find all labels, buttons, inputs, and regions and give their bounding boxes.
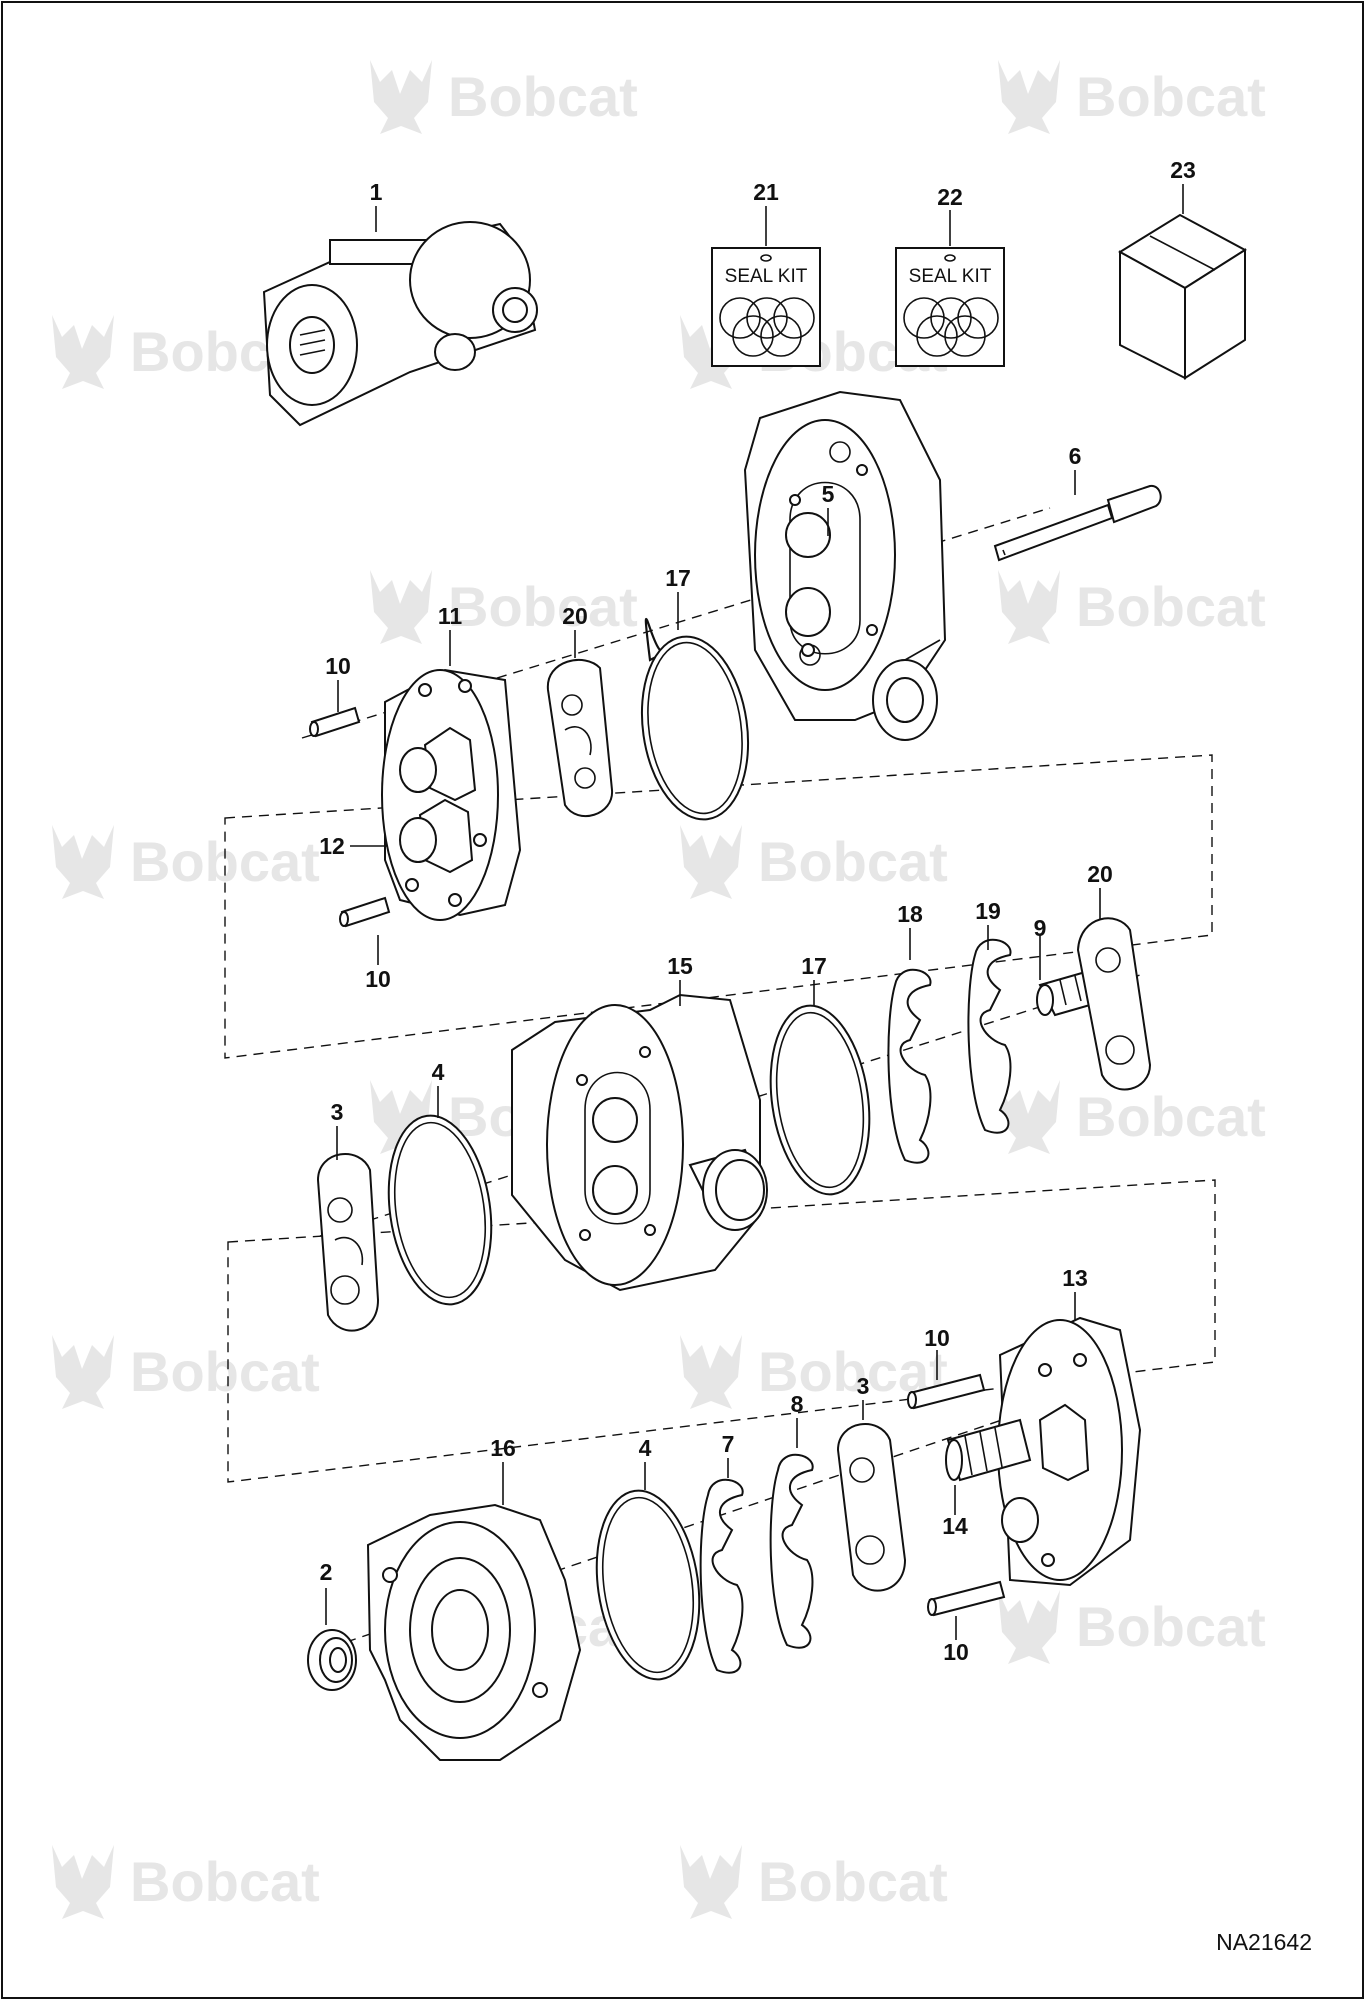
bobcat-wordmark: Bobcat: [1076, 1085, 1266, 1148]
gear-plate-13: [997, 1316, 1142, 1587]
o-ring-17-upper: [640, 617, 750, 821]
bobcat-wordmark: Bobcat: [1076, 1595, 1266, 1658]
bobcat-logo-icon: [998, 60, 1060, 134]
seal-18: [887, 968, 932, 1164]
callout-label: 20: [1087, 861, 1113, 887]
dowel-pins-upper: [309, 706, 391, 928]
bobcat-watermark: Bobcat: [370, 570, 638, 644]
bobcat-wordmark: Bobcat: [1076, 65, 1266, 128]
callout-label: 5: [822, 481, 835, 507]
bobcat-watermark: Bobcat: [680, 825, 948, 899]
bobcat-watermark: Bobcat: [998, 60, 1266, 134]
bobcat-watermark: Bobcat: [998, 570, 1266, 644]
seal-kit-21: SEAL KIT: [711, 247, 821, 367]
callout-label: 23: [1170, 157, 1196, 183]
bobcat-logo-icon: [370, 60, 432, 134]
bobcat-watermark: Bobcat: [998, 1080, 1266, 1154]
callout-label: 18: [897, 901, 923, 927]
callout-label: 10: [943, 1639, 969, 1665]
bobcat-logo-icon: [52, 825, 114, 899]
kit-box-23: [1118, 213, 1247, 380]
bobcat-watermark: Bobcat: [52, 1335, 320, 1409]
bobcat-wordmark: Bobcat: [130, 1340, 320, 1403]
bobcat-wordmark: Bobcat: [130, 1850, 320, 1913]
bobcat-wordmark: Bobcat: [1076, 575, 1266, 638]
bobcat-watermark: Bobcat: [998, 1590, 1266, 1664]
gasket-20-upper: [546, 659, 614, 817]
drawing-code: NA21642: [1216, 1929, 1312, 1955]
seal-8: [769, 1453, 814, 1649]
callout-label: 3: [331, 1099, 344, 1125]
callout-label: 10: [325, 653, 351, 679]
bolt-part: [993, 484, 1162, 562]
bobcat-logo-icon: [52, 315, 114, 389]
bobcat-watermark: Bobcat: [52, 825, 320, 899]
dowel-pins-lower: [907, 1373, 1006, 1617]
o-ring-4-left: [387, 1114, 493, 1306]
bobcat-logo-icon: [52, 1845, 114, 1919]
rear-housing-part: [743, 390, 947, 741]
seal-kit-label: SEAL KIT: [909, 266, 992, 287]
bobcat-wordmark: Bobcat: [758, 1850, 948, 1913]
callout-label: 17: [801, 953, 827, 979]
bobcat-watermark: Bobcat: [52, 1845, 320, 1919]
bobcat-logo-icon: [680, 1335, 742, 1409]
callout-label: 16: [490, 1435, 516, 1461]
leader-lines: [325, 184, 1184, 1640]
callout-label: 17: [665, 565, 691, 591]
callout-label: 15: [667, 953, 693, 979]
gasket-20-middle: [1076, 917, 1152, 1091]
bobcat-wordmark: Bobcat: [448, 65, 638, 128]
callout-label: 9: [1034, 915, 1047, 941]
callout-label: 13: [1062, 1265, 1088, 1291]
wear-plate-3-left: [316, 1153, 380, 1332]
front-flange-part: [366, 1503, 582, 1761]
callout-label: 6: [1069, 443, 1082, 469]
callout-label: 10: [365, 966, 391, 992]
pump-assembly-part: [262, 221, 538, 427]
callout-label: 1: [370, 179, 383, 205]
callout-label: 8: [791, 1391, 804, 1417]
seal-kit-label: SEAL KIT: [725, 266, 808, 287]
seal-7: [699, 1478, 744, 1674]
callout-label: 14: [942, 1513, 968, 1539]
callout-label: 19: [975, 898, 1001, 924]
gear-plate-11: [381, 668, 522, 921]
bobcat-logo-icon: [52, 1335, 114, 1409]
bobcat-logo-icon: [998, 570, 1060, 644]
seal-19: [967, 938, 1012, 1134]
drive-gear-part: [945, 1418, 1032, 1482]
bobcat-logo-icon: [680, 825, 742, 899]
bobcat-watermark: Bobcat: [370, 60, 638, 134]
callout-label: 22: [937, 184, 963, 210]
callout-label: 10: [924, 1325, 950, 1351]
callout-label: 12: [319, 833, 345, 859]
bobcat-logo-icon: [370, 570, 432, 644]
bobcat-watermark: Bobcat: [680, 1845, 948, 1919]
dashed-enclosure-lower: [227, 1179, 1216, 1483]
bobcat-wordmark: Bobcat: [448, 575, 638, 638]
seal-kit-22: SEAL KIT: [895, 247, 1005, 367]
bobcat-wordmark: Bobcat: [758, 830, 948, 893]
callout-label: 21: [753, 179, 779, 205]
o-ring-4-lower: [595, 1489, 701, 1681]
callout-label: 3: [857, 1373, 870, 1399]
callout-label: 11: [438, 603, 463, 629]
bobcat-logo-icon: [680, 1845, 742, 1919]
callout-label: 4: [432, 1059, 445, 1085]
callout-label: 4: [639, 1435, 652, 1461]
center-housing-part: [511, 993, 768, 1292]
wear-plate-3-lower: [836, 1423, 907, 1592]
callout-numbers: 1 21 22 23 5 6 11 20 17 10 12 10 15 17 1…: [319, 157, 1196, 1665]
callout-label: 20: [562, 603, 588, 629]
o-ring-17-middle: [769, 1004, 871, 1196]
callout-label: 2: [320, 1559, 333, 1585]
callout-label: 7: [722, 1431, 735, 1457]
bobcat-logo-icon: [998, 1590, 1060, 1664]
shaft-seal-part: [307, 1629, 357, 1691]
